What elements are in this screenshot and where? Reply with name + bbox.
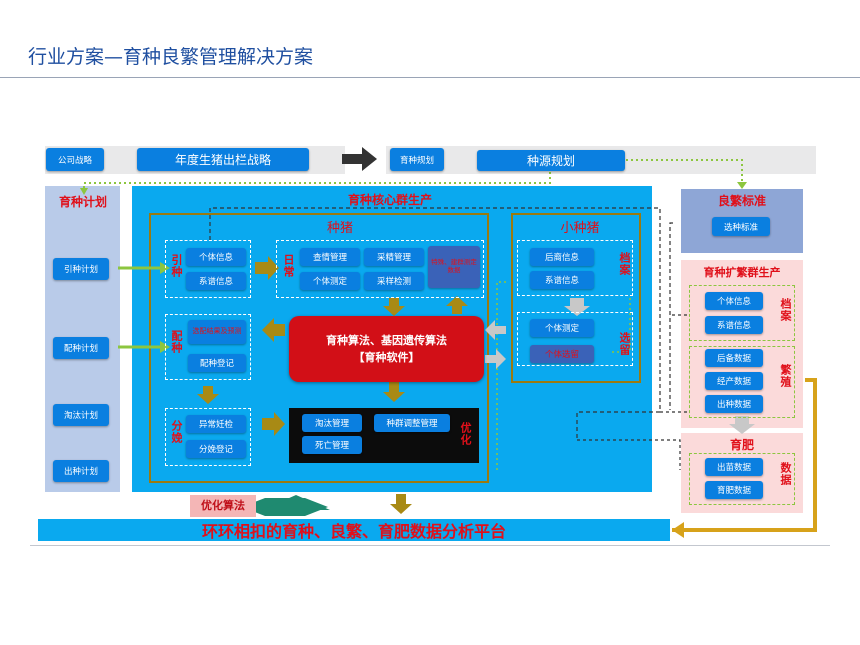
expand-pedigree-button[interactable]: 系谱信息 — [705, 316, 763, 334]
intro-pedigree-button[interactable]: 系谱信息 — [186, 272, 246, 290]
cull-plan-button[interactable]: 淘汰计划 — [53, 404, 109, 426]
platform-banner — [38, 519, 670, 541]
piglet-select-label: 选留 — [618, 332, 631, 356]
daily-block — [276, 240, 484, 298]
algorithm-line2: 【育种软件】 — [353, 351, 420, 364]
piglet-individual-select-button[interactable]: 个体选留 — [530, 345, 594, 363]
source-plan-button[interactable]: 种源规划 — [477, 150, 625, 171]
expand-title: 育种扩繁群生产 — [703, 266, 781, 279]
optimize-algorithm-label: 优化算法 — [190, 495, 256, 517]
mating-block — [165, 314, 251, 380]
farrow-register-button[interactable]: 分娩登记 — [186, 440, 246, 458]
farrow-block — [165, 408, 251, 466]
herd-adjust-button[interactable]: 种群调整管理 — [374, 414, 450, 432]
fatten-data-button[interactable]: 育肥数据 — [705, 481, 763, 499]
special-data-button[interactable]: 特殊、建群测定数据 — [428, 246, 480, 288]
piglet-title: 小种猪 — [560, 221, 600, 236]
annual-strategy-button[interactable]: 年度生猪出栏战略 — [137, 148, 309, 171]
selection-standard-button[interactable]: 选种标准 — [712, 217, 770, 236]
core-title: 育种核心群生产 — [347, 193, 432, 207]
standard-title: 良繁标准 — [717, 194, 766, 208]
mating-register-button[interactable]: 配种登记 — [188, 354, 246, 372]
daily-label: 日常 — [282, 254, 295, 278]
intro-block — [165, 240, 251, 298]
cull-label: 优化 — [459, 422, 472, 446]
sample-test-button[interactable]: 采样检测 — [364, 272, 424, 290]
intro-label: 引种 — [170, 254, 183, 278]
nursery-data-button[interactable]: 出苗数据 — [705, 458, 763, 476]
expand-individual-button[interactable]: 个体信息 — [705, 292, 763, 310]
piglet-individual-test-button[interactable]: 个体测定 — [530, 319, 594, 337]
expand-breed-label: 繁殖 — [779, 364, 792, 388]
individual-test-button[interactable]: 个体测定 — [300, 272, 360, 290]
piglet-archive-block — [517, 240, 633, 296]
abnormal-check-button[interactable]: 异常妊检 — [186, 415, 246, 433]
bottom-divider — [30, 545, 830, 546]
semen-management-button[interactable]: 采精管理 — [364, 248, 424, 266]
progeny-info-button[interactable]: 后裔信息 — [530, 248, 594, 266]
cull-management-button[interactable]: 淘汰管理 — [302, 414, 362, 432]
platform-title: 环环相扣的育种、良繁、育肥数据分析平台 — [201, 522, 506, 541]
breeding-pig-title: 种猪 — [326, 221, 353, 236]
expand-archive-block — [689, 285, 795, 341]
piglet-frame — [511, 213, 641, 383]
farrow-label: 分娩 — [170, 420, 183, 444]
breeding-plan-title: 育种计划 — [58, 195, 107, 209]
sell-data-button[interactable]: 出种数据 — [705, 395, 763, 413]
algorithm-line1: 育种算法、基因遗传算法 — [326, 334, 447, 347]
reserve-data-button[interactable]: 后备数据 — [705, 349, 763, 367]
company-strategy-button[interactable]: 公司战略 — [46, 148, 104, 171]
mating-result-button[interactable]: 选配结果及预测 — [188, 320, 246, 344]
piglet-archive-label: 档案 — [618, 252, 631, 276]
parity-data-button[interactable]: 经产数据 — [705, 372, 763, 390]
heat-management-button[interactable]: 查情管理 — [300, 248, 360, 266]
mating-label: 配种 — [170, 330, 183, 354]
title-divider — [0, 77, 860, 78]
fatten-title: 育肥 — [729, 438, 754, 452]
import-plan-button[interactable]: 引种计划 — [53, 258, 109, 280]
intro-individual-button[interactable]: 个体信息 — [186, 248, 246, 266]
expand-archive-label: 档案 — [779, 298, 792, 322]
piglet-pedigree-button[interactable]: 系谱信息 — [530, 271, 594, 289]
death-management-button[interactable]: 死亡管理 — [302, 436, 362, 454]
expand-breed-block — [689, 346, 795, 418]
page-title: 行业方案—育种良繁管理解决方案 — [28, 46, 314, 68]
piglet-select-block — [517, 312, 633, 366]
sell-plan-button[interactable]: 出种计划 — [53, 460, 109, 482]
mating-plan-button[interactable]: 配种计划 — [53, 337, 109, 359]
algorithm-box[interactable]: 育种算法、基因遗传算法 【育种软件】 — [289, 316, 484, 382]
fatten-data-block — [689, 453, 795, 505]
breeding-plan-button[interactable]: 育种规划 — [390, 148, 444, 171]
fatten-data-label: 数据 — [779, 462, 792, 486]
